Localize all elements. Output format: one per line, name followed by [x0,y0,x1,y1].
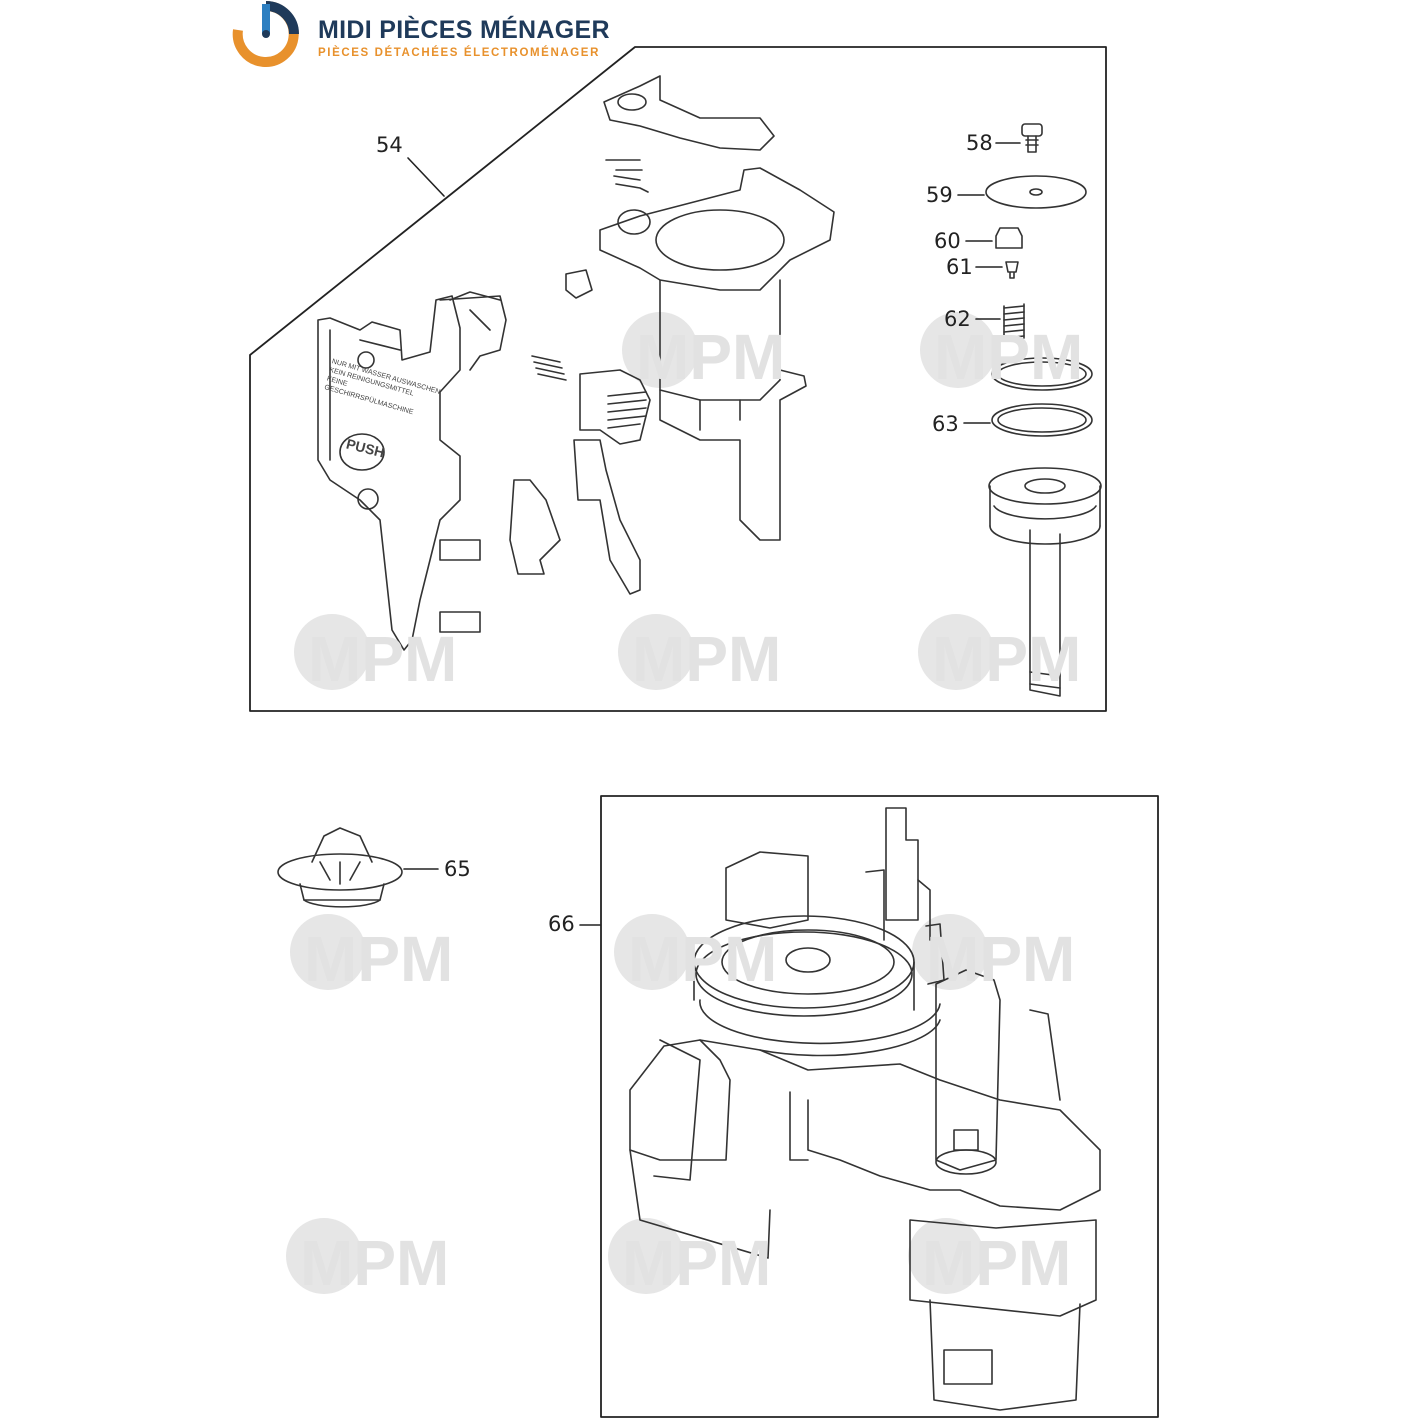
watermark-8: MPM [926,923,1076,995]
watermark-5: MPM [932,623,1082,695]
part-lever [509,479,561,575]
callout-62: 62 [944,307,971,331]
part-top-cover [603,75,775,151]
watermark-6: MPM [304,923,454,995]
watermark-10: MPM [622,1227,772,1299]
watermark-1: MPM [636,321,786,393]
part-54-spring [531,355,567,381]
callout-63: 63 [932,412,959,436]
part-cylinder-body [599,167,835,541]
part-66-grinder [629,807,1101,1411]
part-61-pin [1005,261,1019,279]
brand: MIDI PIÈCES MÉNAGER PIÈCES DÉTACHÉES ÉLE… [318,16,610,59]
part-piston [988,467,1102,697]
part-54-handle [317,291,507,651]
watermark-4: MPM [632,623,782,695]
callout-58: 58 [966,131,993,155]
part-62-spring [1003,303,1025,341]
brand-logo-icon [232,1,299,67]
callout-66: 66 [548,912,575,936]
group-frame-bottom [600,795,1159,1418]
callout-54: 54 [376,133,403,157]
group-frame-top [249,46,1107,712]
watermark-7: MPM [628,923,778,995]
part-60-nut [995,227,1023,249]
part-58-screw [1021,123,1043,153]
watermark-2: MPM [934,321,1084,393]
callout-59: 59 [926,183,953,207]
watermark-11: MPM [922,1227,1072,1299]
callout-60: 60 [934,229,961,253]
part-59-filter [985,175,1087,209]
part-63-o-rings [991,357,1093,437]
part-65-cap [277,827,403,908]
watermark-3: MPM [308,623,458,695]
part-torsion-spring [605,159,649,193]
brand-name: MIDI PIÈCES MÉNAGER [318,16,610,44]
part-latch [573,369,651,595]
callout-61: 61 [946,255,973,279]
leader-lines [403,142,1021,926]
callout-65: 65 [444,857,471,881]
part-clip [565,269,593,299]
brand-tagline: PIÈCES DÉTACHÉES ÉLECTROMÉNAGER [318,47,600,59]
watermark-9: MPM [300,1227,450,1299]
watermarks [286,312,996,1294]
